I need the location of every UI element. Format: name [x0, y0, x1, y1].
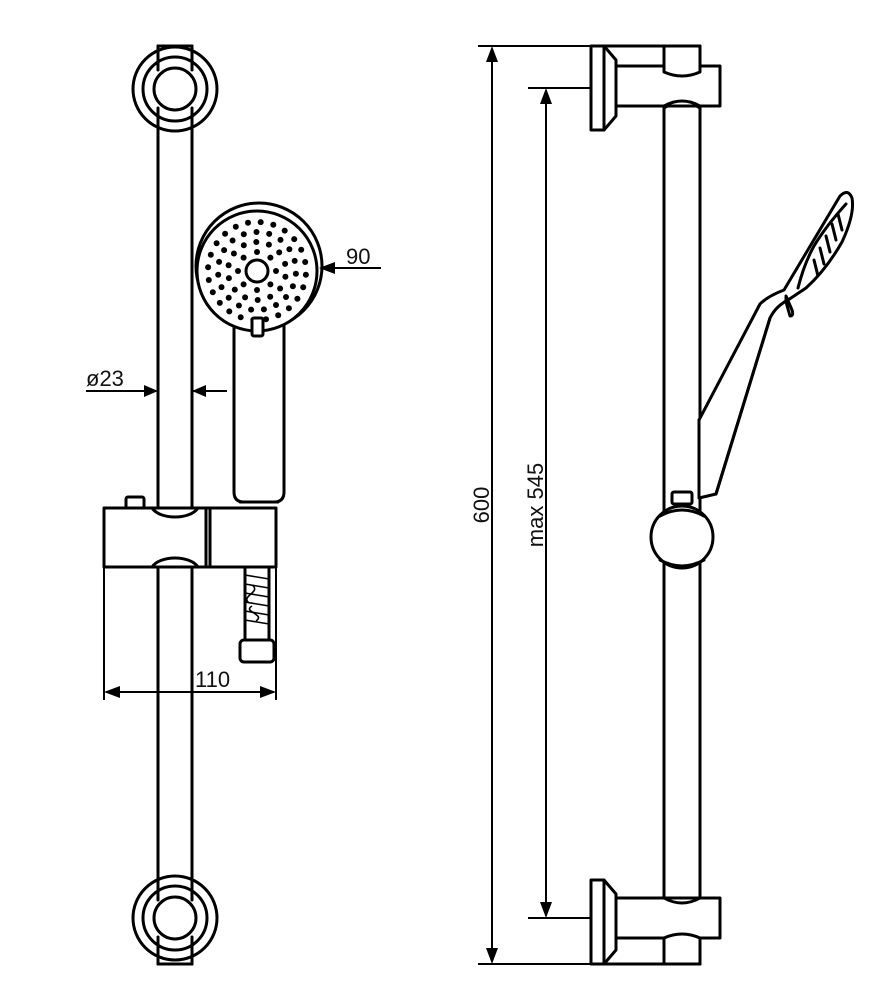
nozzle	[282, 260, 289, 267]
label-rail-diameter: ø23	[86, 366, 124, 391]
nozzle	[253, 239, 260, 245]
side-view: 600 max 545	[469, 44, 854, 966]
nozzle	[225, 262, 232, 269]
nozzle	[267, 281, 274, 288]
nozzle	[207, 251, 214, 258]
front-rail	[156, 44, 194, 966]
nozzle	[245, 219, 251, 226]
nozzle	[240, 231, 247, 238]
side-slider	[649, 490, 715, 570]
front-slider	[102, 495, 278, 574]
front-view: 90 ø23 110	[86, 44, 381, 966]
nozzle	[222, 230, 229, 237]
nozzle	[225, 275, 232, 282]
nozzle	[235, 302, 242, 309]
nozzle	[209, 289, 216, 296]
nozzle	[277, 236, 284, 243]
nozzle	[229, 237, 236, 244]
nozzle	[282, 273, 289, 280]
dimension-max-spacing: max 545	[523, 87, 592, 919]
side-top-bracket	[589, 44, 722, 132]
nozzle	[276, 249, 283, 256]
nozzle	[286, 246, 293, 253]
nozzle	[213, 240, 220, 247]
dimension-head-diameter: 90	[319, 244, 381, 274]
nozzle	[302, 259, 309, 265]
nozzle	[235, 268, 241, 274]
nozzle	[242, 294, 249, 301]
nozzle	[289, 283, 296, 290]
front-top-bracket	[131, 44, 219, 137]
nozzle	[273, 268, 279, 274]
nozzle	[277, 285, 284, 292]
label-slider-width: 110	[195, 667, 230, 692]
nozzle	[230, 250, 237, 257]
nozzle	[216, 299, 223, 306]
nozzle	[257, 219, 264, 226]
nozzle	[266, 230, 273, 237]
nozzle	[240, 242, 247, 249]
dimension-total-height: 600	[469, 45, 600, 965]
nozzle	[283, 294, 289, 300]
nozzle	[285, 305, 292, 312]
nozzle	[291, 257, 298, 264]
label-total-height: 600	[469, 487, 494, 524]
nozzle	[267, 293, 274, 300]
nozzle	[205, 277, 212, 283]
nozzle	[240, 254, 247, 261]
nozzle	[240, 281, 247, 288]
nozzle	[216, 258, 223, 265]
nozzle	[253, 229, 260, 235]
nozzle	[267, 254, 274, 261]
nozzle	[270, 221, 277, 228]
nozzle	[226, 308, 233, 315]
nozzle	[292, 270, 299, 277]
front-hand-shower	[194, 201, 324, 504]
side-bottom-bracket	[589, 878, 722, 966]
nozzle	[248, 306, 255, 313]
nozzle	[254, 287, 260, 293]
label-head-diameter: 90	[346, 244, 370, 269]
nozzle	[300, 284, 307, 291]
nozzle	[221, 247, 228, 254]
nozzle	[231, 286, 238, 293]
front-bottom-bracket	[131, 873, 219, 966]
nozzle	[265, 241, 272, 248]
dimension-rail-diameter: ø23	[86, 366, 227, 397]
label-max-spacing: max 545	[523, 463, 548, 547]
nozzle	[291, 236, 298, 243]
side-hand-shower	[697, 191, 854, 500]
dimension-slider-width: 110	[103, 567, 277, 700]
nozzle	[302, 271, 309, 278]
nozzle	[237, 314, 244, 321]
nozzle	[275, 312, 282, 319]
nozzle	[254, 297, 261, 303]
nozzle	[254, 249, 260, 255]
nozzle	[225, 294, 232, 301]
nozzle	[294, 295, 301, 302]
nozzle	[273, 302, 279, 308]
nozzle	[260, 306, 267, 313]
shower-nozzles	[205, 219, 309, 323]
nozzle	[205, 264, 212, 271]
nozzle	[232, 223, 239, 230]
front-hose	[238, 564, 276, 664]
nozzle	[218, 284, 225, 291]
nozzle	[215, 271, 222, 278]
nozzle	[281, 227, 288, 234]
nozzle	[298, 246, 305, 253]
